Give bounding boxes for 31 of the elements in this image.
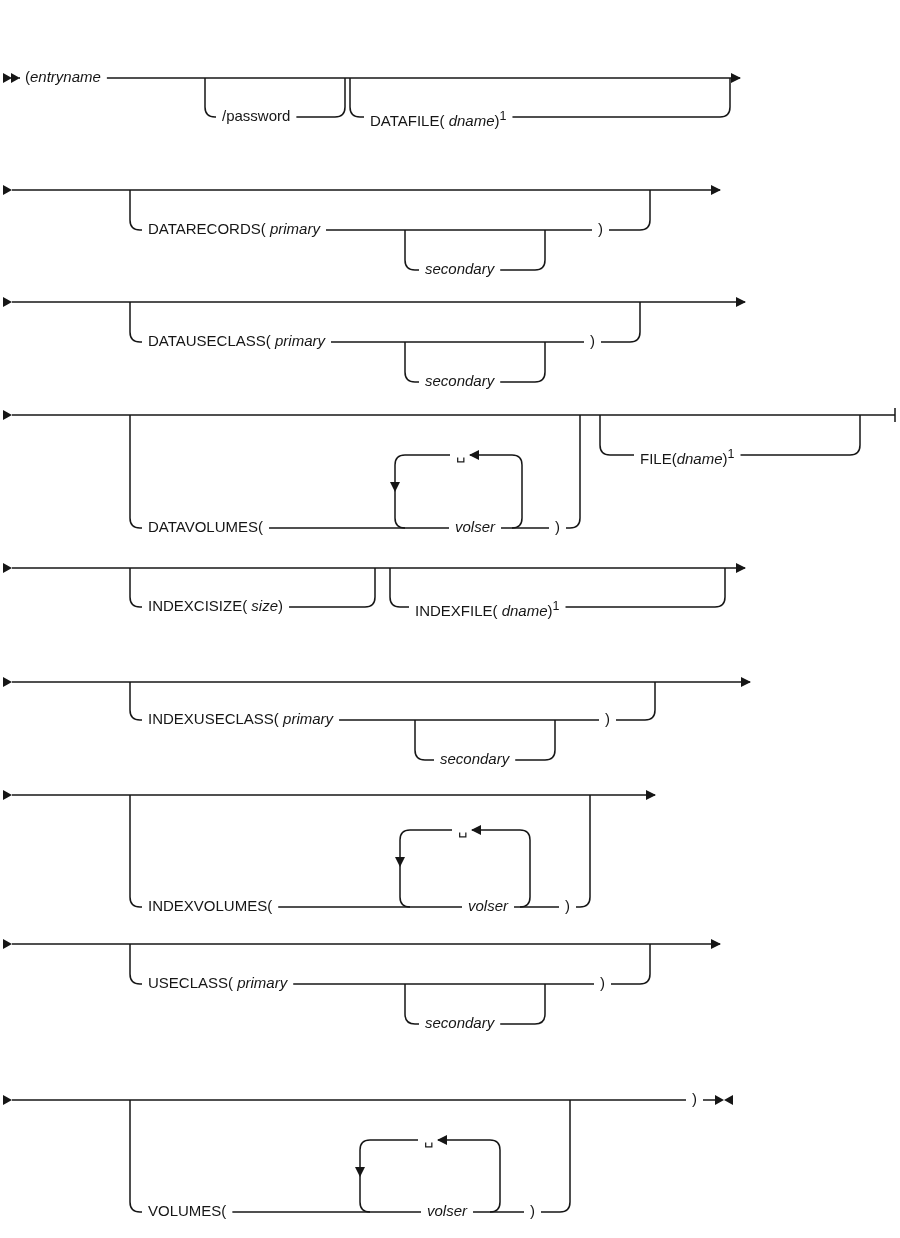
parenthesis: )	[692, 1090, 697, 1108]
variable-name: secondary	[425, 1014, 495, 1032]
syntax-keyword: /password	[222, 107, 291, 125]
syntax-keyword: INDEXCISIZE( size)	[148, 597, 284, 615]
syntax-keyword: INDEXFILE( dname)$^{1}$	[415, 598, 560, 620]
variable-name: secondary	[425, 260, 495, 278]
syntax-keyword: DATAUSECLASS( primary	[148, 332, 325, 350]
variable-name: secondary	[440, 750, 510, 768]
parenthesis: )	[598, 220, 603, 238]
syntax-keyword: FILE(dname)$^{1}$	[640, 446, 735, 468]
syntax-keyword: INDEXVOLUMES(	[148, 897, 273, 915]
separator-symbol: ␣	[424, 1130, 434, 1148]
syntax-keyword: USECLASS( primary	[148, 974, 288, 992]
parenthesis: )	[530, 1202, 535, 1220]
syntax-keyword: INDEXUSECLASS( primary	[148, 710, 334, 728]
separator-symbol: ␣	[458, 820, 468, 838]
syntax-keyword: DATAVOLUMES(	[148, 518, 263, 536]
parenthesis: )	[600, 974, 605, 992]
syntax-keyword: VOLUMES(	[148, 1202, 227, 1220]
parenthesis: )	[590, 332, 595, 350]
syntax-keyword: DATAFILE( dname)$^{1}$	[370, 108, 507, 130]
parenthesis: )	[605, 710, 610, 728]
parenthesis: )	[565, 897, 570, 915]
syntax-keyword: (entryname	[25, 68, 101, 86]
variable-name: volser	[427, 1202, 467, 1220]
variable-name: volser	[468, 897, 508, 915]
parenthesis: )	[555, 518, 560, 536]
variable-name: secondary	[425, 372, 495, 390]
syntax-keyword: DATARECORDS( primary	[148, 220, 320, 238]
separator-symbol: ␣	[456, 445, 466, 463]
variable-name: volser	[455, 518, 495, 536]
